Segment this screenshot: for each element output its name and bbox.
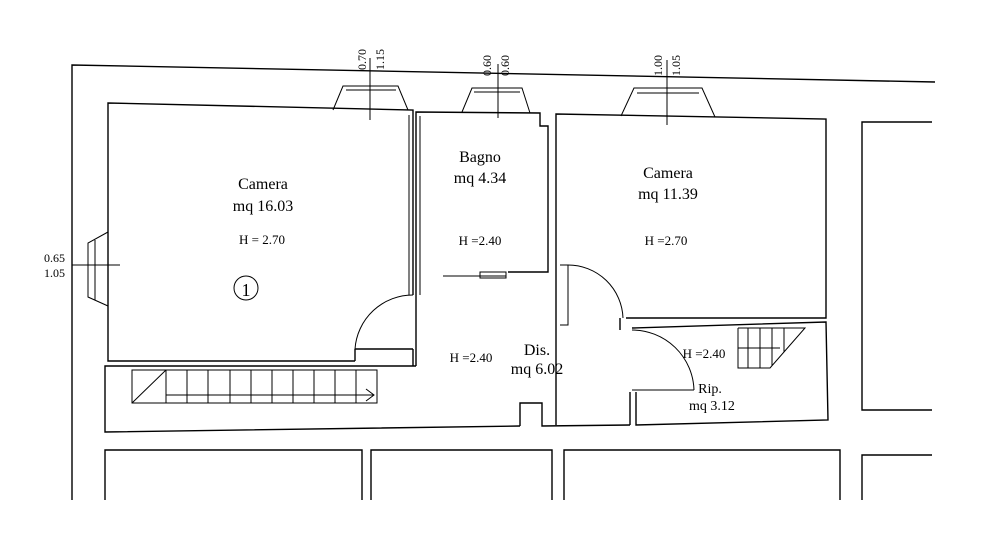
room-bagno-label: Bagno mq 4.34 H =2.40 xyxy=(454,149,506,248)
window-2-width: 0.60 xyxy=(480,55,494,76)
neighbor-right xyxy=(861,121,932,411)
room-rip-area: mq 3.12 xyxy=(689,399,735,414)
room-camera-1-walls xyxy=(107,102,414,366)
room-camera-2-label: Camera mq 11.39 H =2.70 xyxy=(638,165,698,248)
room-camera-1-label: Camera mq 16.03 H = 2.70 xyxy=(233,176,293,247)
room-dis-name: Dis. xyxy=(524,342,550,359)
room-camera-2-name: Camera xyxy=(643,165,693,182)
window-4-width: 0.65 xyxy=(44,251,65,265)
room-camera-1-height: H = 2.70 xyxy=(239,232,285,247)
window-1-height: 1.15 xyxy=(373,49,387,70)
room-rip-label: H =2.40 Rip. mq 3.12 xyxy=(683,346,735,414)
room-bagno-name: Bagno xyxy=(459,149,501,166)
room-number-marker: 1 xyxy=(233,275,259,301)
room-bagno-walls xyxy=(415,111,549,366)
room-camera-1-area: mq 16.03 xyxy=(233,198,293,215)
room-rip-name: Rip. xyxy=(698,382,722,397)
door-camera-2 xyxy=(567,264,624,319)
main-stairs xyxy=(131,369,378,404)
rip-stairs xyxy=(737,327,807,369)
room-camera-2-height: H =2.70 xyxy=(645,233,688,248)
window-2-height: 0.60 xyxy=(498,55,512,76)
room-rip-height: H =2.40 xyxy=(683,346,726,361)
outer-walls xyxy=(71,64,936,500)
room-dis-height: H =2.40 xyxy=(450,350,493,365)
window-3-width: 1.00 xyxy=(651,55,665,76)
room-rip-walls xyxy=(629,321,829,426)
room-camera-2-area: mq 11.39 xyxy=(638,186,698,203)
room-dis-walls xyxy=(104,365,631,433)
window-4: 0.65 1.05 xyxy=(44,231,120,307)
room-camera-2-walls xyxy=(555,113,827,425)
room-dis-area: mq 6.02 xyxy=(511,361,563,378)
door-camera-1 xyxy=(354,294,414,350)
room-bagno-height: H =2.40 xyxy=(459,233,502,248)
window-2: 0.60 0.60 xyxy=(461,55,531,118)
room-bagno-area: mq 4.34 xyxy=(454,170,506,187)
window-3: 1.00 1.05 xyxy=(620,55,716,125)
window-4-height: 1.05 xyxy=(44,266,65,280)
room-number: 1 xyxy=(242,280,251,300)
room-dis-label: Dis. mq 6.02 H =2.40 xyxy=(450,342,564,378)
window-1-width: 0.70 xyxy=(355,49,369,70)
door-rip xyxy=(631,329,695,391)
room-camera-1-name: Camera xyxy=(238,176,288,193)
window-3-height: 1.05 xyxy=(669,55,683,76)
neighbor-lower xyxy=(104,449,932,500)
window-1: 0.70 1.15 xyxy=(332,49,409,120)
